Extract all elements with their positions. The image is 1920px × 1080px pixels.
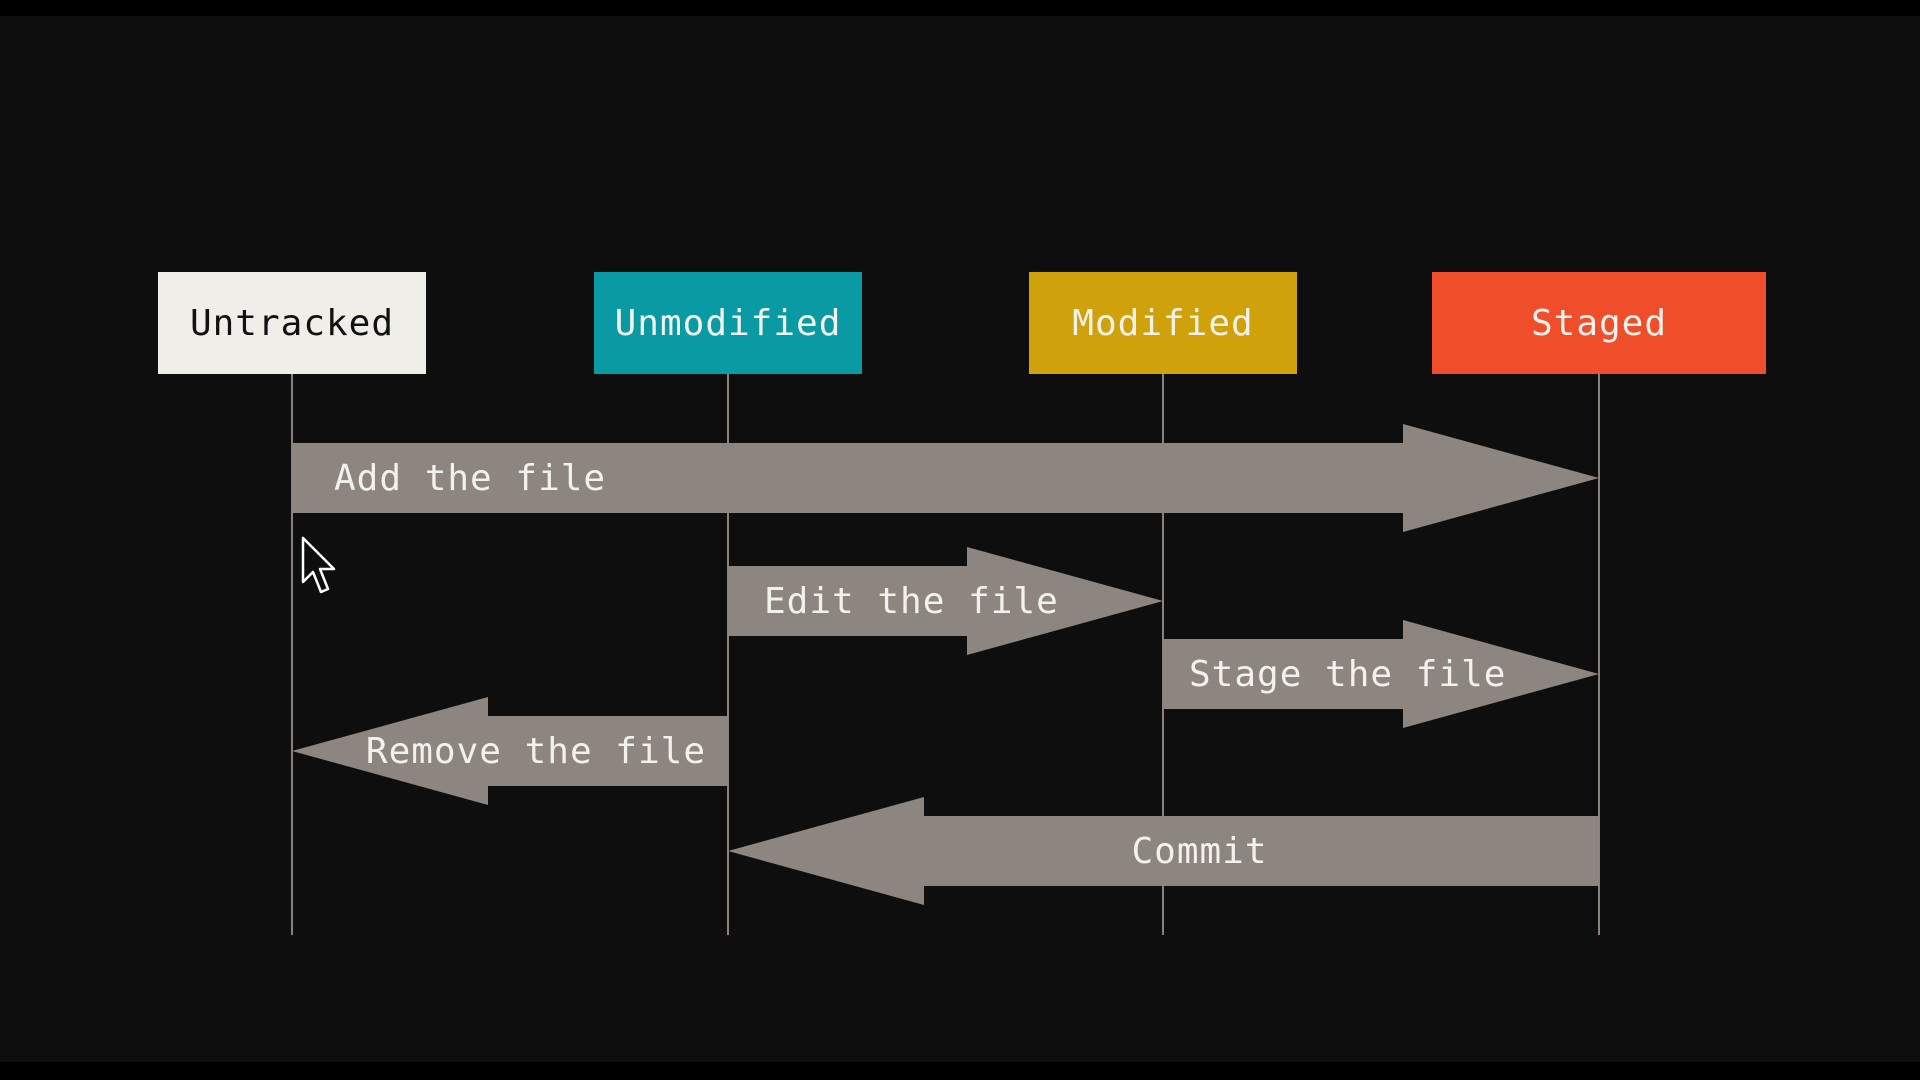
arrow-label-remove-the-file: Remove the file: [366, 731, 706, 772]
arrow-shape-add-the-file: [292, 424, 1599, 532]
arrow-shape-commit: [728, 797, 1599, 905]
state-untracked: Untracked: [158, 272, 426, 374]
arrow-commit: Commit: [728, 797, 1599, 905]
state-boxes: Untracked Unmodified Modified Staged: [158, 272, 1766, 374]
state-box-staged: [1432, 272, 1766, 374]
arrow-add-the-file: Add the file: [292, 424, 1599, 532]
arrow-label-stage-the-file: Stage the file: [1189, 654, 1506, 695]
arrow-remove-the-file: Remove the file: [292, 697, 728, 805]
state-staged: Staged: [1432, 272, 1766, 374]
state-label-untracked: Untracked: [190, 303, 394, 344]
state-label-unmodified: Unmodified: [615, 303, 842, 344]
arrow-shape-stage-the-file: [1163, 620, 1599, 728]
arrow-label-commit: Commit: [1131, 831, 1267, 872]
arrow-label-add-the-file: Add the file: [334, 458, 606, 499]
arrow-label-edit-the-file: Edit the file: [764, 581, 1059, 622]
state-box-unmodified: [594, 272, 862, 374]
slide-background: [0, 16, 1920, 1062]
state-label-modified: Modified: [1072, 303, 1253, 344]
state-box-modified: [1029, 272, 1297, 374]
state-label-staged: Staged: [1531, 303, 1667, 344]
arrow-stage-the-file: Stage the file: [1163, 620, 1599, 728]
state-box-untracked: [158, 272, 426, 374]
arrow-shape-edit-the-file: [728, 547, 1163, 655]
mouse-pointer-icon: [301, 536, 336, 594]
state-modified: Modified: [1029, 272, 1297, 374]
state-unmodified: Unmodified: [594, 272, 862, 374]
arrow-edit-the-file: Edit the file: [728, 547, 1163, 655]
arrow-shape-remove-the-file: [292, 697, 728, 805]
